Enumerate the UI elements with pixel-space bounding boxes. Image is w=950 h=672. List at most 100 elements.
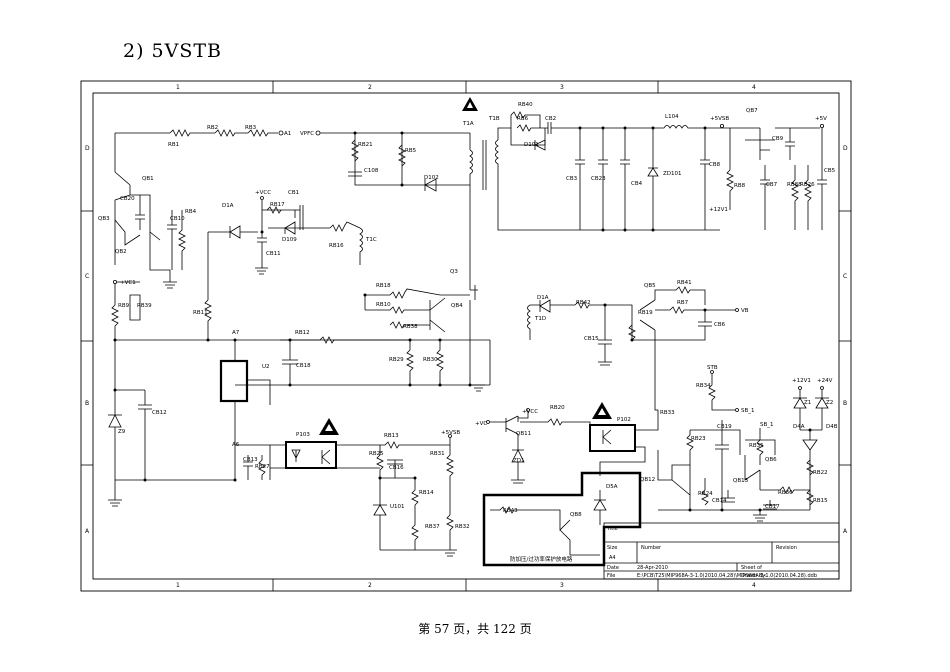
label-cb8: CB8 xyxy=(709,162,721,168)
grid-row-a: A xyxy=(85,528,90,535)
label-vb: VB xyxy=(741,308,749,314)
label-rb35: RB35 xyxy=(749,443,764,449)
label-vc1: +VC1 xyxy=(120,280,136,286)
label-vpfc: VPFC xyxy=(300,131,314,137)
label-rb17: RB17 xyxy=(270,202,285,208)
u2-ic xyxy=(219,359,249,403)
label-12v1: +12V1 xyxy=(709,207,728,213)
warning-triangle-icon xyxy=(319,418,339,435)
tb-drawn-label: Drawn By: xyxy=(741,573,767,579)
label-rb1: RB1 xyxy=(168,142,179,148)
label-5vsb: +5VSB xyxy=(710,116,729,122)
label-t1c: T1C xyxy=(365,237,377,243)
label-rb16: RB16 xyxy=(329,243,344,249)
label-vc: +VC xyxy=(475,421,487,427)
tb-title-label: Title xyxy=(606,526,618,532)
label-d109: D109 xyxy=(282,237,297,243)
label-rb38: RB38 xyxy=(403,324,418,330)
tb-file-label: File xyxy=(607,573,615,579)
title-block-text: Title Size A4 Number Revision Date 28-Ap… xyxy=(606,526,817,579)
label-12v1-b: +12V1 xyxy=(792,378,811,384)
label-rb22: RB22 xyxy=(813,470,828,476)
label-rb31: RB31 xyxy=(430,451,445,457)
label-rb42: RB42 xyxy=(576,300,591,306)
label-rb20: RB20 xyxy=(550,405,565,411)
label-d4a: D4A xyxy=(793,424,805,430)
p103-optocoupler xyxy=(285,441,337,469)
label-d5a: D5A xyxy=(606,484,618,490)
grid-col-4-bottom: 4 xyxy=(752,582,756,589)
grid-row-d-right: D xyxy=(843,145,848,152)
tb-sheet-label: Sheet of xyxy=(741,565,762,571)
label-sb1: SB_1 xyxy=(741,408,755,414)
label-qb1: QB1 xyxy=(142,176,154,182)
label-cb17: CB17 xyxy=(765,504,780,510)
label-qb7: QB7 xyxy=(746,108,758,114)
p102-optocoupler xyxy=(589,424,636,452)
tb-size-label: Size xyxy=(607,545,617,551)
grid-col-1: 1 xyxy=(176,84,180,91)
label-d1a-secondary: D1A xyxy=(537,295,549,301)
label-rb2: RB2 xyxy=(207,125,218,131)
label-rb40: RB40 xyxy=(518,102,533,108)
label-rb15: RB15 xyxy=(813,498,828,504)
tb-file-value: E:\PCB\T25\MIP968A-3-1.0(2010.04.28)\MIP… xyxy=(637,573,817,579)
label-qb5: QB5 xyxy=(644,283,656,289)
tb-revision-label: Revision xyxy=(776,545,797,551)
label-z9: Z9 xyxy=(118,429,126,435)
label-cb11: CB11 xyxy=(266,251,281,257)
label-a7: A7 xyxy=(232,330,240,336)
label-cb3: CB3 xyxy=(566,176,578,182)
label-qb12: QB12 xyxy=(640,477,655,483)
component-labels: RB1 RB2 RB3 A1 VPFC RB21 RB5 C108 D102 T… xyxy=(98,102,838,563)
label-rb18: RB18 xyxy=(376,283,391,289)
label-cb10: CB10 xyxy=(170,216,185,222)
label-rb9: RB9 xyxy=(118,303,130,309)
label-u2: U2 xyxy=(262,364,270,370)
label-cb5: CB5 xyxy=(824,168,836,174)
label-d1a: D1A xyxy=(222,203,234,209)
grid-col-2: 2 xyxy=(368,84,372,91)
grid-col-3-bottom: 3 xyxy=(560,582,564,589)
label-cb13: CB13 xyxy=(243,457,258,463)
label-cb18: CB18 xyxy=(296,363,311,369)
label-cb6: CB6 xyxy=(714,322,726,328)
grid-row-b: B xyxy=(85,400,89,407)
label-rb21: RB21 xyxy=(358,142,373,148)
label-stb: STB xyxy=(707,365,718,371)
label-rb8: RB8 xyxy=(734,183,746,189)
label-t1d: T1D xyxy=(534,316,546,322)
label-rb5: RB5 xyxy=(405,148,417,154)
label-qb4: QB4 xyxy=(451,303,463,309)
label-rb7: RB7 xyxy=(677,300,689,306)
label-rb30: RB30 xyxy=(423,357,438,363)
grid-col-4: 4 xyxy=(752,84,756,91)
label-sb1-b: SB_1 xyxy=(760,422,774,428)
tb-date-label: Date xyxy=(607,565,619,571)
label-rb6: RB6 xyxy=(517,116,529,122)
label-rb13: RB13 xyxy=(384,433,399,439)
grid-col-1-bottom: 1 xyxy=(176,582,180,589)
protection-note-box xyxy=(482,471,642,567)
label-rb3: RB3 xyxy=(245,125,257,131)
label-z2: Z2 xyxy=(826,400,833,406)
title-block xyxy=(603,522,840,580)
label-z1: Z1 xyxy=(804,400,811,406)
label-cb15: CB15 xyxy=(584,336,599,342)
grid-row-c: C xyxy=(85,273,89,280)
label-rb24: RB24 xyxy=(698,491,713,497)
label-p103: P103 xyxy=(296,432,310,438)
label-vcc: +VCC xyxy=(255,190,271,196)
grid-row-a-right: A xyxy=(843,528,848,535)
label-qb11: QB11 xyxy=(516,431,531,437)
protection-note-label: 防加压/过功率保护放电路 xyxy=(510,555,573,563)
label-rb33: RB33 xyxy=(660,410,675,416)
section-heading: 2) 5VSTB xyxy=(123,40,223,62)
label-rb23: RB23 xyxy=(691,436,706,442)
label-cb9: CB9 xyxy=(772,136,784,142)
label-5vsb-2: +5VSB xyxy=(441,430,460,436)
label-cb20: CB20 xyxy=(120,196,135,202)
label-cb1: CB1 xyxy=(288,190,299,196)
label-cb12: CB12 xyxy=(152,410,167,416)
label-cb19: CB19 xyxy=(717,424,732,430)
